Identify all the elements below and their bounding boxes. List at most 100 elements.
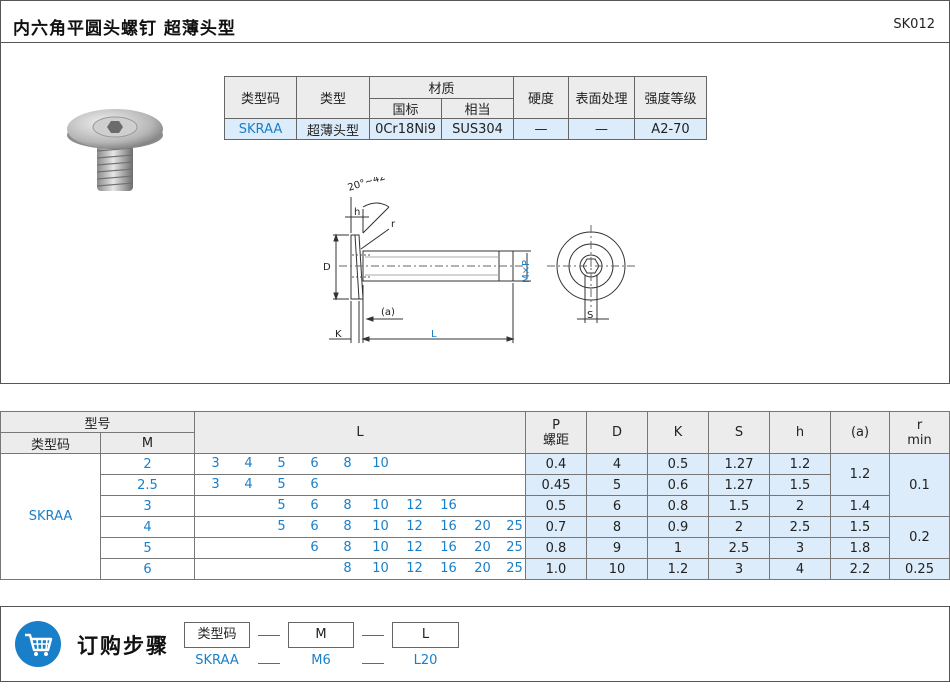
cell-h: 4	[769, 558, 831, 580]
length-option: 6	[310, 519, 319, 534]
cell-M: 5	[100, 537, 195, 559]
length-option: 12	[406, 519, 423, 534]
cart-icon	[15, 621, 61, 667]
length-option: 12	[406, 540, 423, 555]
product-code: SK012	[893, 17, 935, 32]
cell-D: 4	[586, 453, 648, 475]
length-option: 8	[343, 540, 352, 555]
cell-M: 6	[100, 558, 195, 580]
th-a: (a)	[830, 411, 890, 454]
cell-K: 0.5	[647, 453, 709, 475]
length-option: 16	[440, 540, 457, 555]
th-P-pitch: 螺距	[542, 432, 569, 448]
th-model: 型号	[0, 411, 195, 433]
cell-P: 0.5	[525, 495, 587, 517]
L-label: L	[431, 329, 437, 340]
order-dash	[258, 635, 280, 636]
material-table: 类型码 类型 材质 硬度 表面处理 强度等级 国标 相当 SKRAA 超薄头型 …	[224, 76, 707, 140]
cell-D: 5	[586, 474, 648, 496]
length-option: 6	[310, 540, 319, 555]
length-option: 10	[372, 519, 389, 534]
length-option: 3	[211, 477, 220, 492]
cell-P: 0.4	[525, 453, 587, 475]
cell-M: 2	[100, 453, 195, 475]
length-option: 16	[440, 498, 457, 513]
cell-a: 1.5	[830, 516, 890, 538]
order-value-dash	[362, 663, 384, 664]
th-h: h	[769, 411, 831, 454]
length-option: 3	[211, 456, 220, 471]
cell-K: 0.9	[647, 516, 709, 538]
th-P-symbol: P	[552, 417, 560, 433]
cell-a: 1.8	[830, 537, 890, 559]
cell-L-list: 8 10 12 16 20 25	[194, 558, 526, 580]
product-info-panel: 内六角平圆头螺钉 超薄头型 SK012 类型码 类型 材质 硬度	[0, 0, 950, 384]
cell-P: 0.45	[525, 474, 587, 496]
order-value-type-code: SKRAA	[195, 653, 239, 668]
technical-drawing: 20°~42° h r D (a) K L M×P S	[323, 177, 635, 343]
th-K: K	[647, 411, 709, 454]
order-box-M: M	[288, 622, 354, 648]
th-hardness: 硬度	[513, 76, 569, 119]
order-steps-panel: 订购步骤 类型码 M L SKRAA M6 L20	[0, 606, 950, 682]
th-L: L	[194, 411, 526, 454]
page-title: 内六角平圆头螺钉 超薄头型	[13, 19, 236, 39]
cell-type-code: SKRAA	[0, 453, 101, 580]
order-box-L: L	[392, 622, 459, 648]
length-option: 4	[244, 456, 253, 471]
length-option: 8	[343, 519, 352, 534]
product-photo	[67, 109, 163, 191]
cell-S: 3	[708, 558, 770, 580]
length-option: 20	[474, 540, 491, 555]
cell-strength: A2-70	[634, 118, 707, 140]
length-option: 8	[343, 456, 352, 471]
cell-P: 0.8	[525, 537, 587, 559]
th-P: P 螺距	[525, 411, 587, 454]
cell-P: 1.0	[525, 558, 587, 580]
order-dash	[362, 635, 384, 636]
length-option: 5	[277, 498, 286, 513]
cell-h: 1.5	[769, 474, 831, 496]
length-option: 16	[440, 561, 457, 576]
length-option: 25	[506, 561, 523, 576]
r-label: r	[391, 219, 396, 230]
cell-D: 9	[586, 537, 648, 559]
cell-K: 0.8	[647, 495, 709, 517]
length-option: 20	[474, 519, 491, 534]
length-option: 10	[372, 540, 389, 555]
title-divider	[1, 42, 949, 43]
cell-S: 1.27	[708, 453, 770, 475]
th-S: S	[708, 411, 770, 454]
h-label: h	[354, 207, 360, 218]
cell-hardness: —	[513, 118, 569, 140]
cell-K: 1	[647, 537, 709, 559]
length-option: 10	[372, 561, 389, 576]
cell-type: 超薄头型	[296, 118, 370, 140]
th-r-symbol: r	[916, 417, 923, 433]
th-equiv: 相当	[441, 97, 514, 119]
cell-D: 10	[586, 558, 648, 580]
length-option: 20	[474, 561, 491, 576]
K-label: K	[335, 329, 342, 340]
order-value-dash	[258, 663, 280, 664]
length-option: 8	[343, 561, 352, 576]
cell-equiv: SUS304	[441, 118, 514, 140]
length-option: 5	[277, 477, 286, 492]
length-option: 4	[244, 477, 253, 492]
th-strength: 强度等级	[634, 76, 707, 119]
cell-M: 4	[100, 516, 195, 538]
order-value-M: M6	[311, 653, 331, 668]
a-label: (a)	[381, 307, 395, 318]
length-option: 6	[310, 498, 319, 513]
length-option: 12	[406, 561, 423, 576]
